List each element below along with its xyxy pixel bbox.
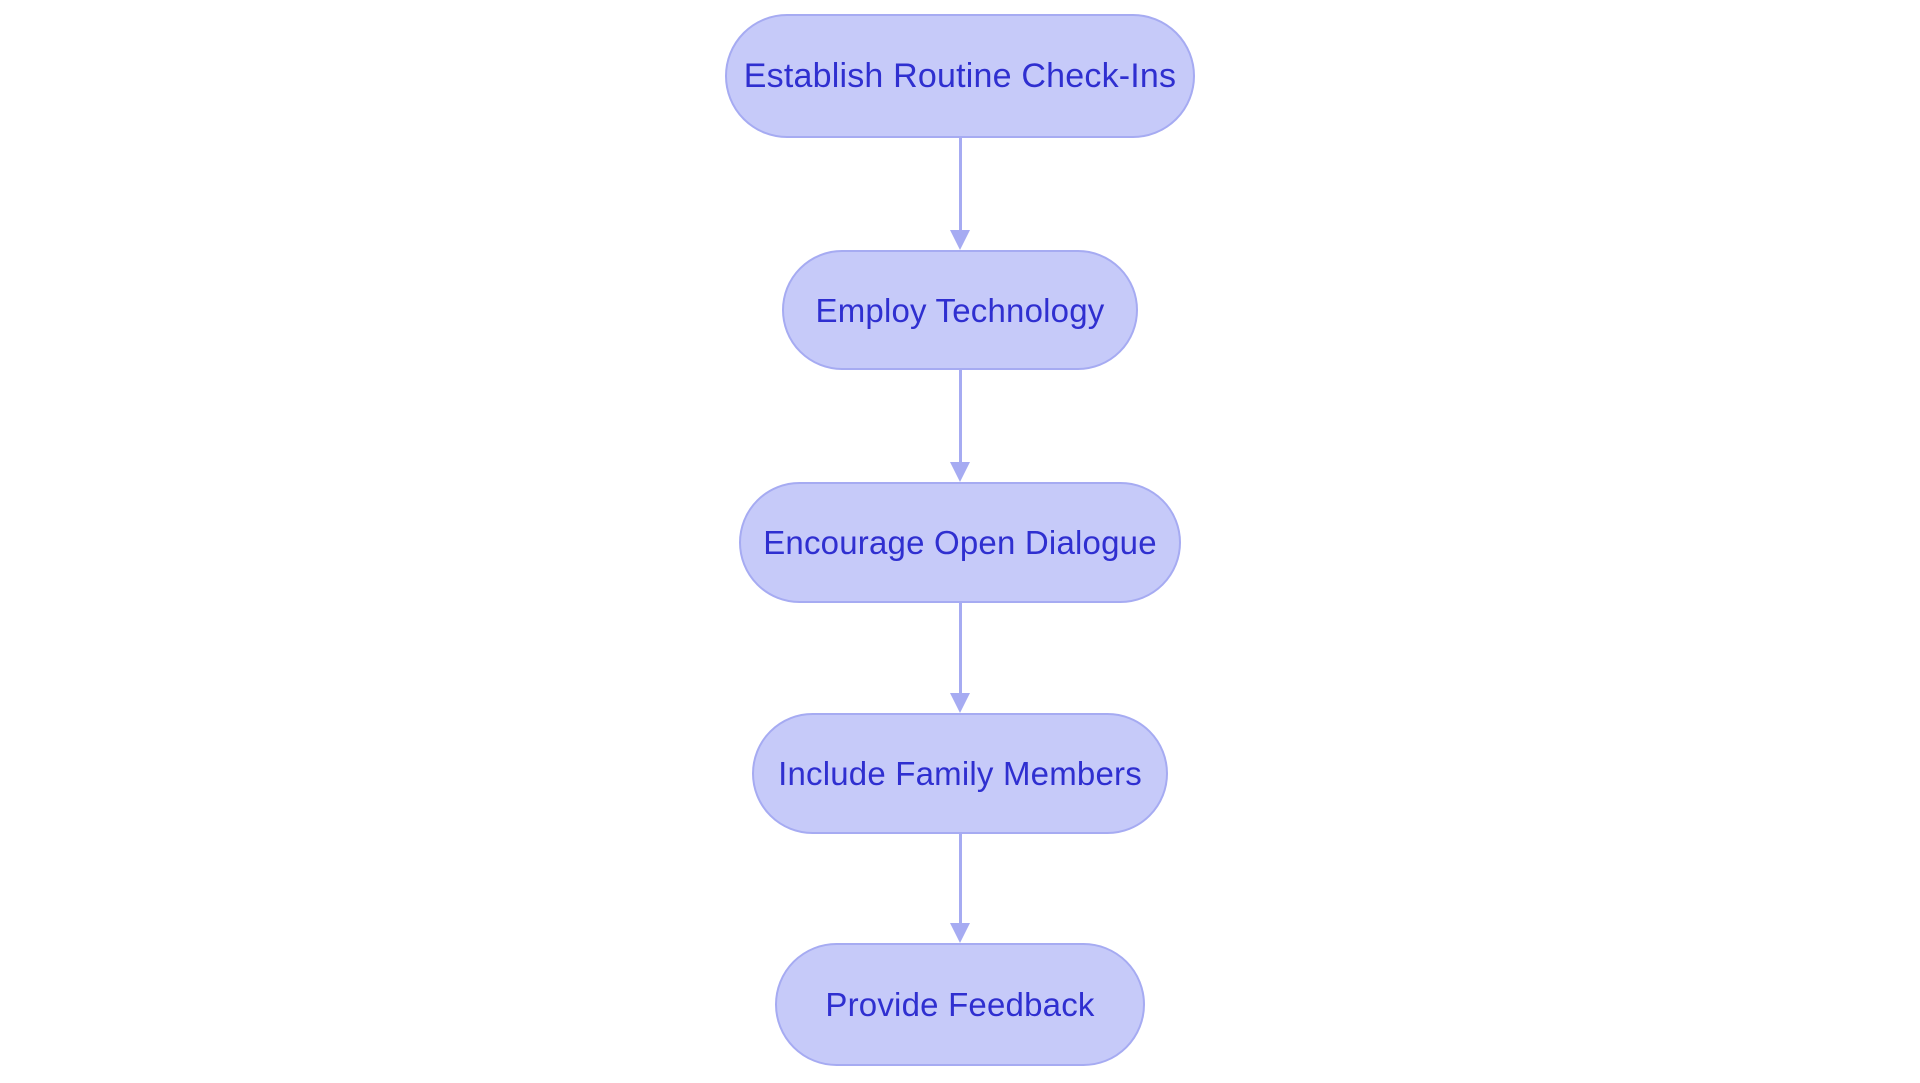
arrow-line <box>958 370 962 462</box>
arrow-line <box>958 603 962 693</box>
flow-arrow-n3-to-n4 <box>948 603 972 713</box>
flow-node-label: Employ Technology <box>815 291 1105 329</box>
flow-arrow-n4-to-n5 <box>948 834 972 943</box>
flow-node-include-family-members[interactable]: Include Family Members <box>752 713 1168 834</box>
arrow-line <box>958 138 962 230</box>
flow-arrow-n1-to-n2 <box>948 138 972 250</box>
flow-node-encourage-open-dialogue[interactable]: Encourage Open Dialogue <box>739 482 1181 603</box>
top-spacer <box>960 0 961 14</box>
flow-node-label: Encourage Open Dialogue <box>763 524 1157 561</box>
arrow-head-down-icon <box>950 230 970 250</box>
flow-node-provide-feedback[interactable]: Provide Feedback <box>775 943 1145 1066</box>
flow-node-label: Establish Routine Check-Ins <box>743 57 1177 95</box>
flow-node-label: Provide Feedback <box>825 986 1095 1023</box>
flow-node-label: Include Family Members <box>778 755 1142 792</box>
flow-node-employ-technology[interactable]: Employ Technology <box>782 250 1138 370</box>
arrow-head-down-icon <box>950 923 970 943</box>
arrow-line <box>958 834 962 923</box>
arrow-head-down-icon <box>950 462 970 482</box>
flow-node-establish-routine-check-ins[interactable]: Establish Routine Check-Ins <box>725 14 1195 138</box>
arrow-head-down-icon <box>950 693 970 713</box>
flow-arrow-n2-to-n3 <box>948 370 972 482</box>
